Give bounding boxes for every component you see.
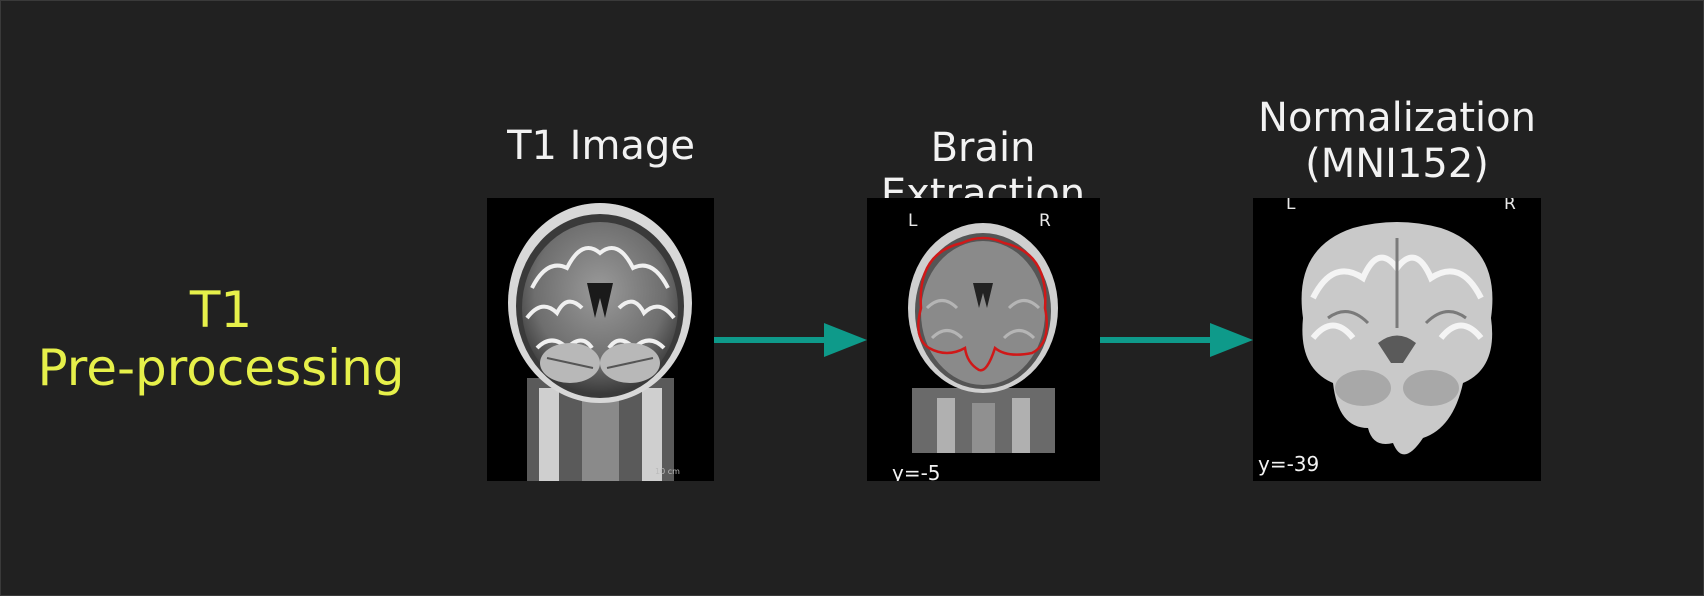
slice-coordinate: y=-39 [1258,452,1320,476]
right-arrow-icon [1100,323,1253,357]
slice-coordinate: y=-5 [892,461,941,481]
scale-bar-label: 10 cm [655,467,680,476]
right-marker: R [1039,211,1051,231]
pipeline-title-line2: Pre-processing [37,339,405,397]
t1-image-panel: 10 cm [487,198,714,481]
pipeline-title: T1 Pre-processing [21,281,421,397]
step-label-normalization: Normalization (MNI152) [1253,95,1541,187]
right-arrow-icon [714,323,867,357]
right-marker: R [1504,198,1516,214]
left-marker: L [1286,198,1296,214]
step-label-line: (MNI152) [1305,141,1489,187]
normalized-slice [1301,222,1493,455]
left-marker: L [908,211,918,231]
brain-mask-outline [917,236,1049,372]
normalization-panel: L R y=-39 [1253,198,1541,481]
brain-extraction-panel: L R y=-5 [867,198,1100,481]
step-label-t1-image: T1 Image [487,123,715,169]
step-label-line: T1 Image [507,123,695,169]
pipeline-title-line1: T1 [189,281,253,339]
step-label-line: Normalization [1258,95,1536,141]
step-label-line: Brain [930,125,1036,171]
t1-coronal-slice: 10 cm [508,203,692,481]
brain-extraction-slice [908,223,1058,453]
